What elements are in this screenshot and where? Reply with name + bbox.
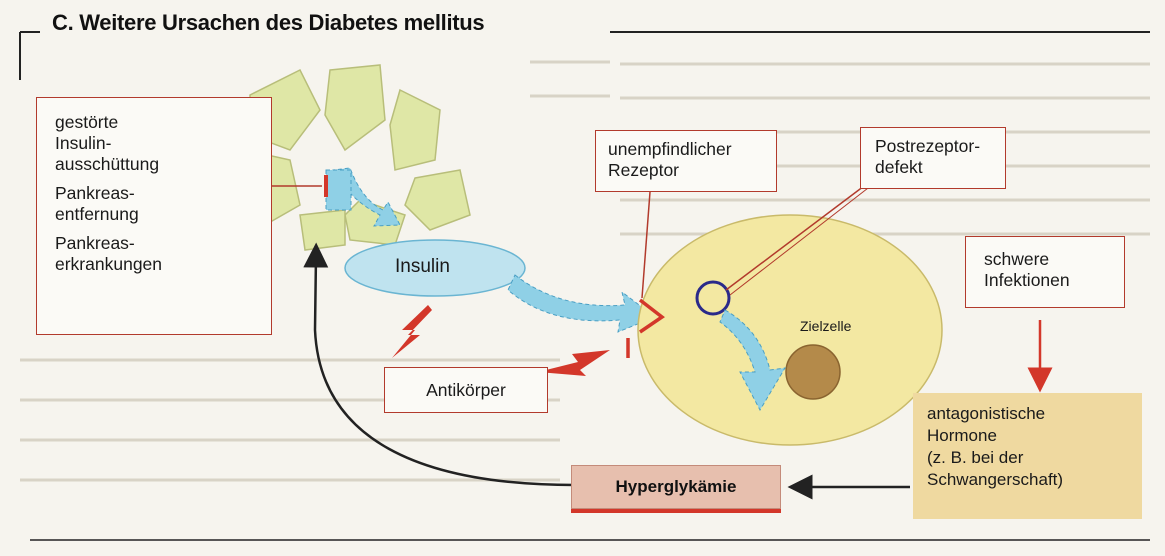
cell-nucleus [786,345,840,399]
hyperglycemia-underline [571,509,781,513]
receptor-box: unempfindlicher Rezeptor [595,130,777,192]
hyperglycemia-box: Hyperglykämie [571,465,781,509]
postreceptor-box: Postrezeptor- defekt [860,127,1006,189]
antibody-bolt-right [538,350,610,376]
hormones-line: Hormone [927,425,1128,447]
antibodies-box: Antikörper [384,367,548,413]
hormones-line: Schwangerschaft) [927,469,1128,491]
causes-box: gestörte Insulin- ausschüttung Pankreas-… [36,97,272,335]
cause-line: entfernung [55,204,253,225]
hyperglycemia-label: Hyperglykämie [616,477,737,497]
insulin-label: Insulin [395,256,450,278]
pancreas-islet [240,65,470,250]
cause-line: Pankreas- [55,233,253,254]
postreceptor-line: defekt [875,157,991,178]
cause-line: erkrankungen [55,254,253,275]
antibody-bolt-left [392,305,432,358]
infections-line: Infektionen [984,270,1106,291]
infections-line: schwere [984,249,1106,270]
hormones-line: (z. B. bei der [927,447,1128,469]
infections-box: schwere Infektionen [965,236,1125,308]
cause-line: gestörte [55,112,253,133]
receptor-line: Rezeptor [608,160,764,181]
target-cell-label: Zielzelle [800,318,851,334]
hormones-box: antagonistische Hormone (z. B. bei der S… [913,393,1142,519]
cause-line: Pankreas- [55,183,253,204]
antibodies-label: Antikörper [426,380,506,401]
cause-line: ausschüttung [55,154,253,175]
receptor-line: unempfindlicher [608,139,764,160]
target-cell [638,215,942,445]
insulin-binding-arrow [508,275,655,332]
cause-line: Insulin- [55,133,253,154]
postreceptor-line: Postrezeptor- [875,136,991,157]
hormones-line: antagonistische [927,403,1128,425]
